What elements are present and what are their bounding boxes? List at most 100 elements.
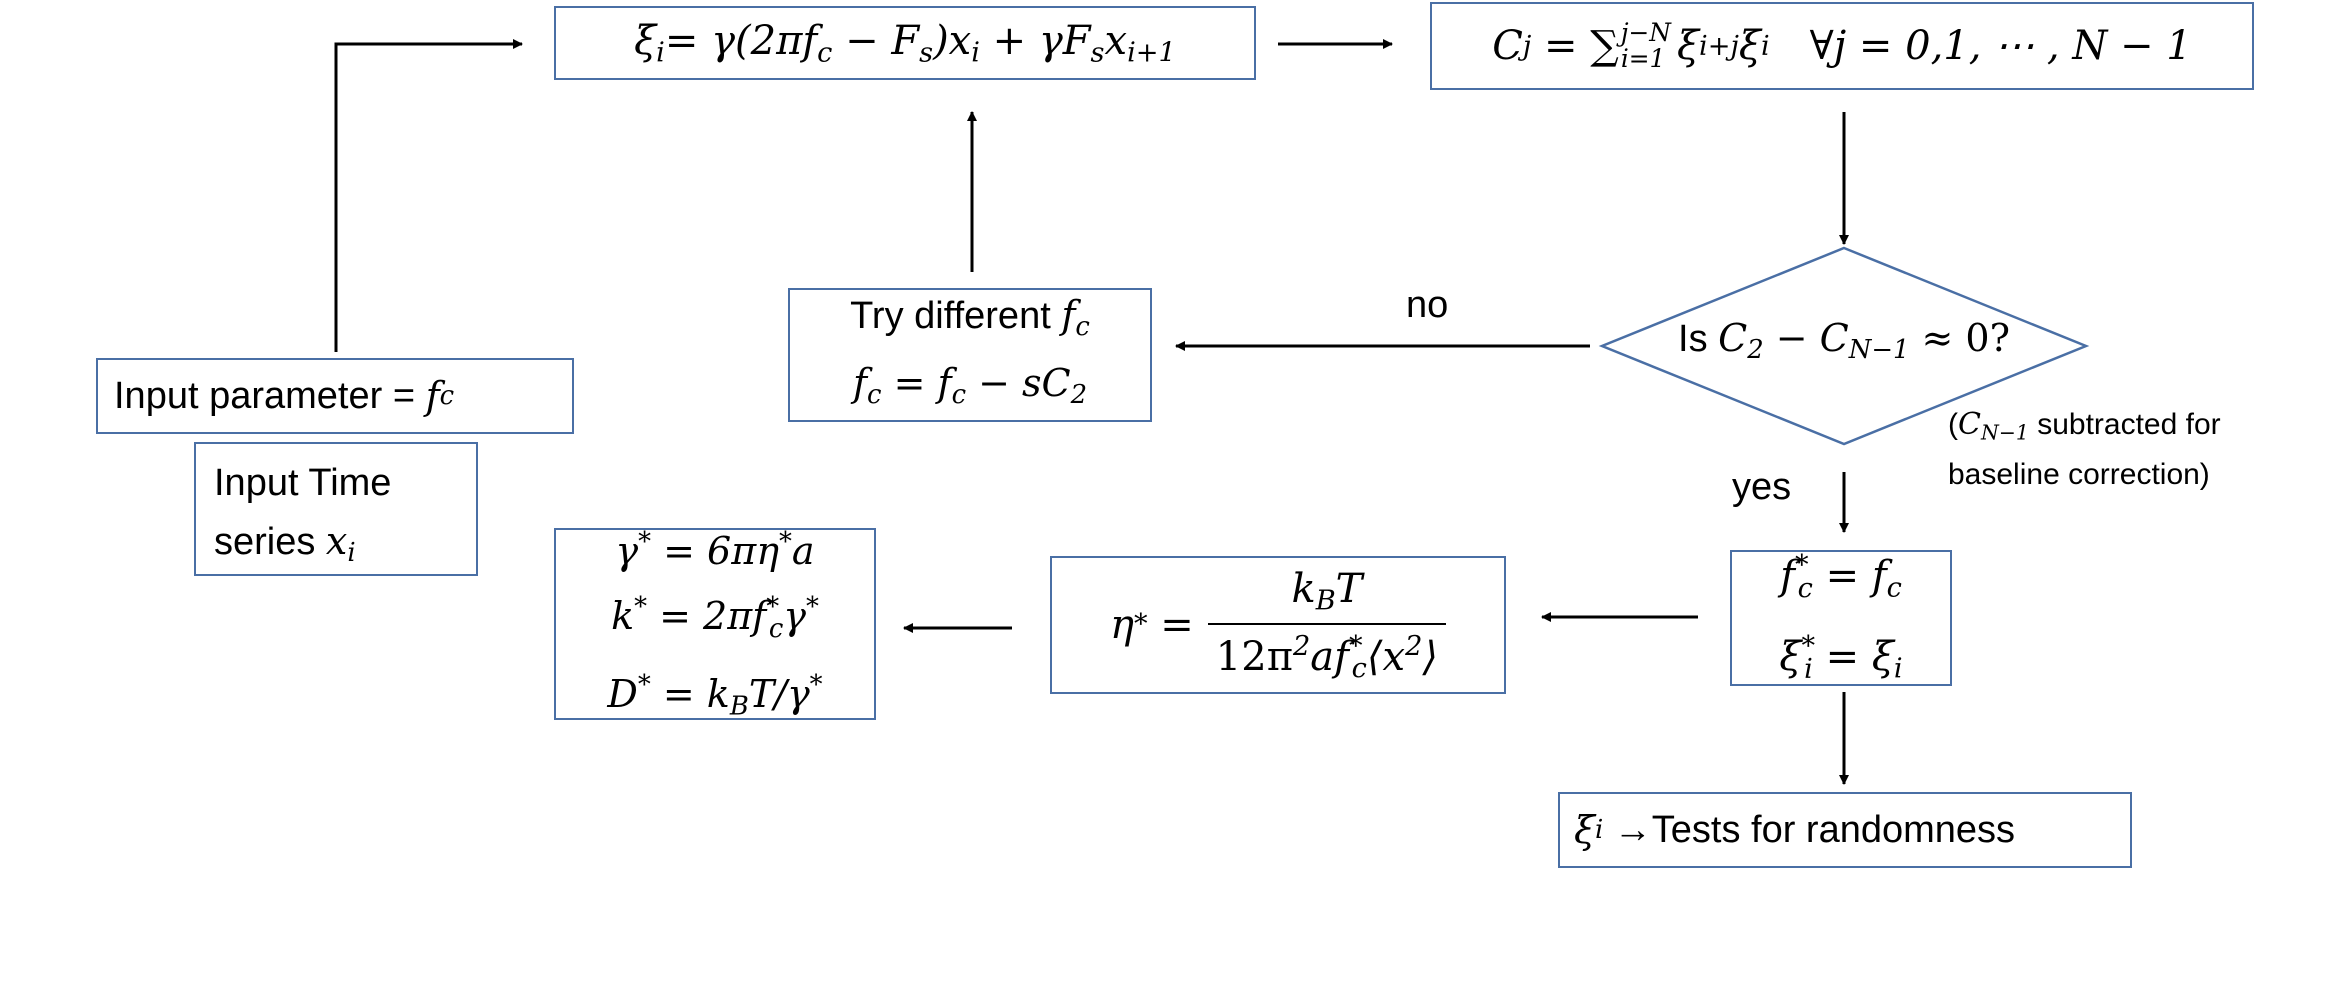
edge-label-no: no xyxy=(1406,284,1449,326)
results-box: γ* = 6πη*a k* = 2πf*cγ* D* = kBT/γ* xyxy=(554,526,876,722)
fc-star-box: f*c = fc ξ*i = ξi xyxy=(1730,550,1952,686)
k-sup2: * xyxy=(766,592,780,623)
fcstar-b: = f xyxy=(1812,553,1887,600)
k-sup: * xyxy=(634,592,648,623)
xi-rhs-mid2: )x xyxy=(933,17,972,64)
d-a: D xyxy=(607,671,638,716)
eta-den-d: ⟩ xyxy=(1422,633,1438,680)
update-b-sub: c xyxy=(951,380,967,411)
baseline-text2: baseline correction) xyxy=(1948,457,2210,491)
xistar-sub: i xyxy=(1804,653,1813,685)
gamma-sup: * xyxy=(638,526,652,557)
update-c: − sC xyxy=(966,361,1071,405)
k-sub: c xyxy=(768,613,784,644)
fcstar-a: f xyxy=(1780,553,1795,600)
eta-den-sub: c xyxy=(1351,653,1367,685)
try-different-label: Try different xyxy=(850,294,1062,337)
xi-rhs-mid: − F xyxy=(832,17,920,64)
edge-label-yes: yes xyxy=(1732,466,1792,508)
arrow-input-to-xi xyxy=(334,39,523,352)
xi-rhs: = γ(2πf xyxy=(664,17,818,64)
eta-den-sup2: * xyxy=(1348,630,1363,662)
gamma-c: a xyxy=(791,529,815,574)
sum-upper: j−N xyxy=(1620,17,1671,47)
decision-approx: ≈ 0? xyxy=(1909,316,2010,360)
fcstar-sup: * xyxy=(1794,550,1809,582)
fcstar-sub: c xyxy=(1797,573,1813,604)
update-c-sub: 2 xyxy=(1070,380,1088,411)
try-different-box: Try different fc fc = fc − sC2 xyxy=(788,288,1152,422)
input-time-series-box: Input Time series xi xyxy=(194,442,478,576)
time-series-var-sub: i xyxy=(347,538,356,569)
xi-rhs-mid4: x xyxy=(1104,17,1128,64)
xi-equation-box: ξi= γ(2πfc − Fs)xi + γFsxi+1 xyxy=(554,6,1256,80)
decision-c: C xyxy=(1718,316,1748,360)
cj-term1-sub: i+j xyxy=(1699,30,1739,62)
k-a: k xyxy=(611,594,635,639)
eta-den-a: 12π xyxy=(1215,633,1293,680)
d-sup2: * xyxy=(809,669,823,700)
xi-rhs-mid3: + γF xyxy=(979,17,1091,64)
randomness-var: ξ xyxy=(1574,808,1595,852)
input-parameter-var-sub: c xyxy=(439,381,455,411)
d-b: = k xyxy=(650,671,730,716)
xi-lhs-sub: i xyxy=(656,37,665,69)
time-series-line1: Input Time xyxy=(214,462,392,504)
eta-den-b: af xyxy=(1310,633,1349,680)
eta-num-a: k xyxy=(1291,565,1316,612)
eta-den-sup3: 2 xyxy=(1405,630,1423,662)
cj-term2: ξ xyxy=(1738,23,1761,69)
xistar-b: = ξ xyxy=(1812,633,1894,680)
try-different-var-sub: c xyxy=(1075,312,1090,342)
cj-lhs-sub: j xyxy=(1522,30,1532,62)
update-b: = f xyxy=(881,361,952,405)
decision-c-sub2: N−1 xyxy=(1848,335,1910,366)
xi-rhs-sub3: i xyxy=(971,37,980,69)
eta-star-box: η* = kBT 12π2af*c⟨x2⟩ xyxy=(1050,556,1506,694)
input-parameter-label: Input parameter = xyxy=(114,374,426,417)
xistar-sup: * xyxy=(1801,631,1816,662)
eta-num-sub: B xyxy=(1315,585,1336,617)
xi-lhs: ξ xyxy=(634,17,657,64)
k-sup3: * xyxy=(806,592,819,623)
try-different-var: f xyxy=(1061,292,1076,337)
gamma-b: = 6πη xyxy=(651,529,779,574)
decision-diamond xyxy=(1598,246,2090,446)
randomness-var-sub: i xyxy=(1594,815,1604,845)
time-series-var: x xyxy=(325,519,348,563)
eta-eq: = xyxy=(1147,601,1194,648)
baseline-open: ( xyxy=(1948,408,1958,441)
time-series-line2: series xyxy=(214,521,326,563)
baseline-c: C xyxy=(1958,407,1981,442)
eta-fraction: kBT 12π2af*c⟨x2⟩ xyxy=(1207,565,1446,685)
sum-sign: ∑ xyxy=(1590,23,1619,69)
eta-num-b: T xyxy=(1335,565,1363,612)
decision-c-sub1: 2 xyxy=(1747,335,1764,366)
eta-lhs-sup: * xyxy=(1133,609,1148,641)
eta-den-sup: 2 xyxy=(1292,630,1311,662)
baseline-note: (CN−1 subtracted for baseline correction… xyxy=(1948,404,2221,496)
xistar-a: ξ xyxy=(1779,633,1802,680)
update-a-sub: c xyxy=(867,380,882,411)
cj-term2-sub: i xyxy=(1760,30,1770,62)
fcstar-b-sub: c xyxy=(1886,573,1902,604)
decision-minus: − C xyxy=(1763,316,1849,360)
xi-rhs-sub5: i+1 xyxy=(1127,37,1176,69)
baseline-c-sub: N−1 xyxy=(1980,420,2029,445)
randomness-text: →Tests for randomness xyxy=(1603,808,2016,851)
cj-term1: ξ xyxy=(1676,23,1700,69)
decision-prefix: Is xyxy=(1678,318,1719,360)
xi-rhs-sub4: s xyxy=(1090,37,1105,69)
cj-forall: ∀j = 0,1, ⋯ , N − 1 xyxy=(1809,23,2192,69)
k-b: = 2πf xyxy=(647,594,767,639)
eta-lhs: η xyxy=(1110,601,1134,648)
k-c: γ xyxy=(783,594,807,639)
gamma-sup2: * xyxy=(778,526,792,557)
cj-lhs: C xyxy=(1492,23,1523,69)
d-sub: B xyxy=(729,691,749,722)
update-a: f xyxy=(852,361,868,405)
xistar-b-sub: i xyxy=(1893,653,1903,685)
